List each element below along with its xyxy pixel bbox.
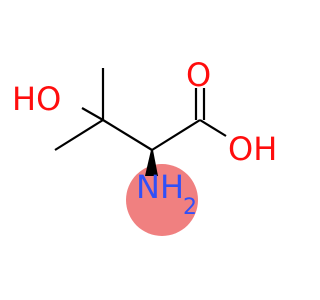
- acid-oh-bond: [199, 119, 227, 137]
- stereo-wedge-bond: [145, 150, 158, 176]
- amine-subscript: 2: [183, 195, 197, 220]
- hydroxyl-bond: [81, 107, 104, 121]
- amine-label: NH: [136, 168, 184, 206]
- acid-hydroxyl-label: OH: [228, 130, 277, 168]
- structure-canvas: HO O OH NH 2: [12, 56, 277, 236]
- amine-highlight-circle: [126, 164, 198, 236]
- molecule-structure-diagram: HO O OH NH 2: [12, 56, 277, 236]
- backbone-bond-2: [151, 119, 201, 151]
- methyl-bond-lower: [54, 119, 104, 151]
- backbone-bond-1: [102, 119, 153, 151]
- hydroxyl-label: HO: [12, 80, 61, 118]
- carbonyl-oxygen-label: O: [186, 56, 211, 94]
